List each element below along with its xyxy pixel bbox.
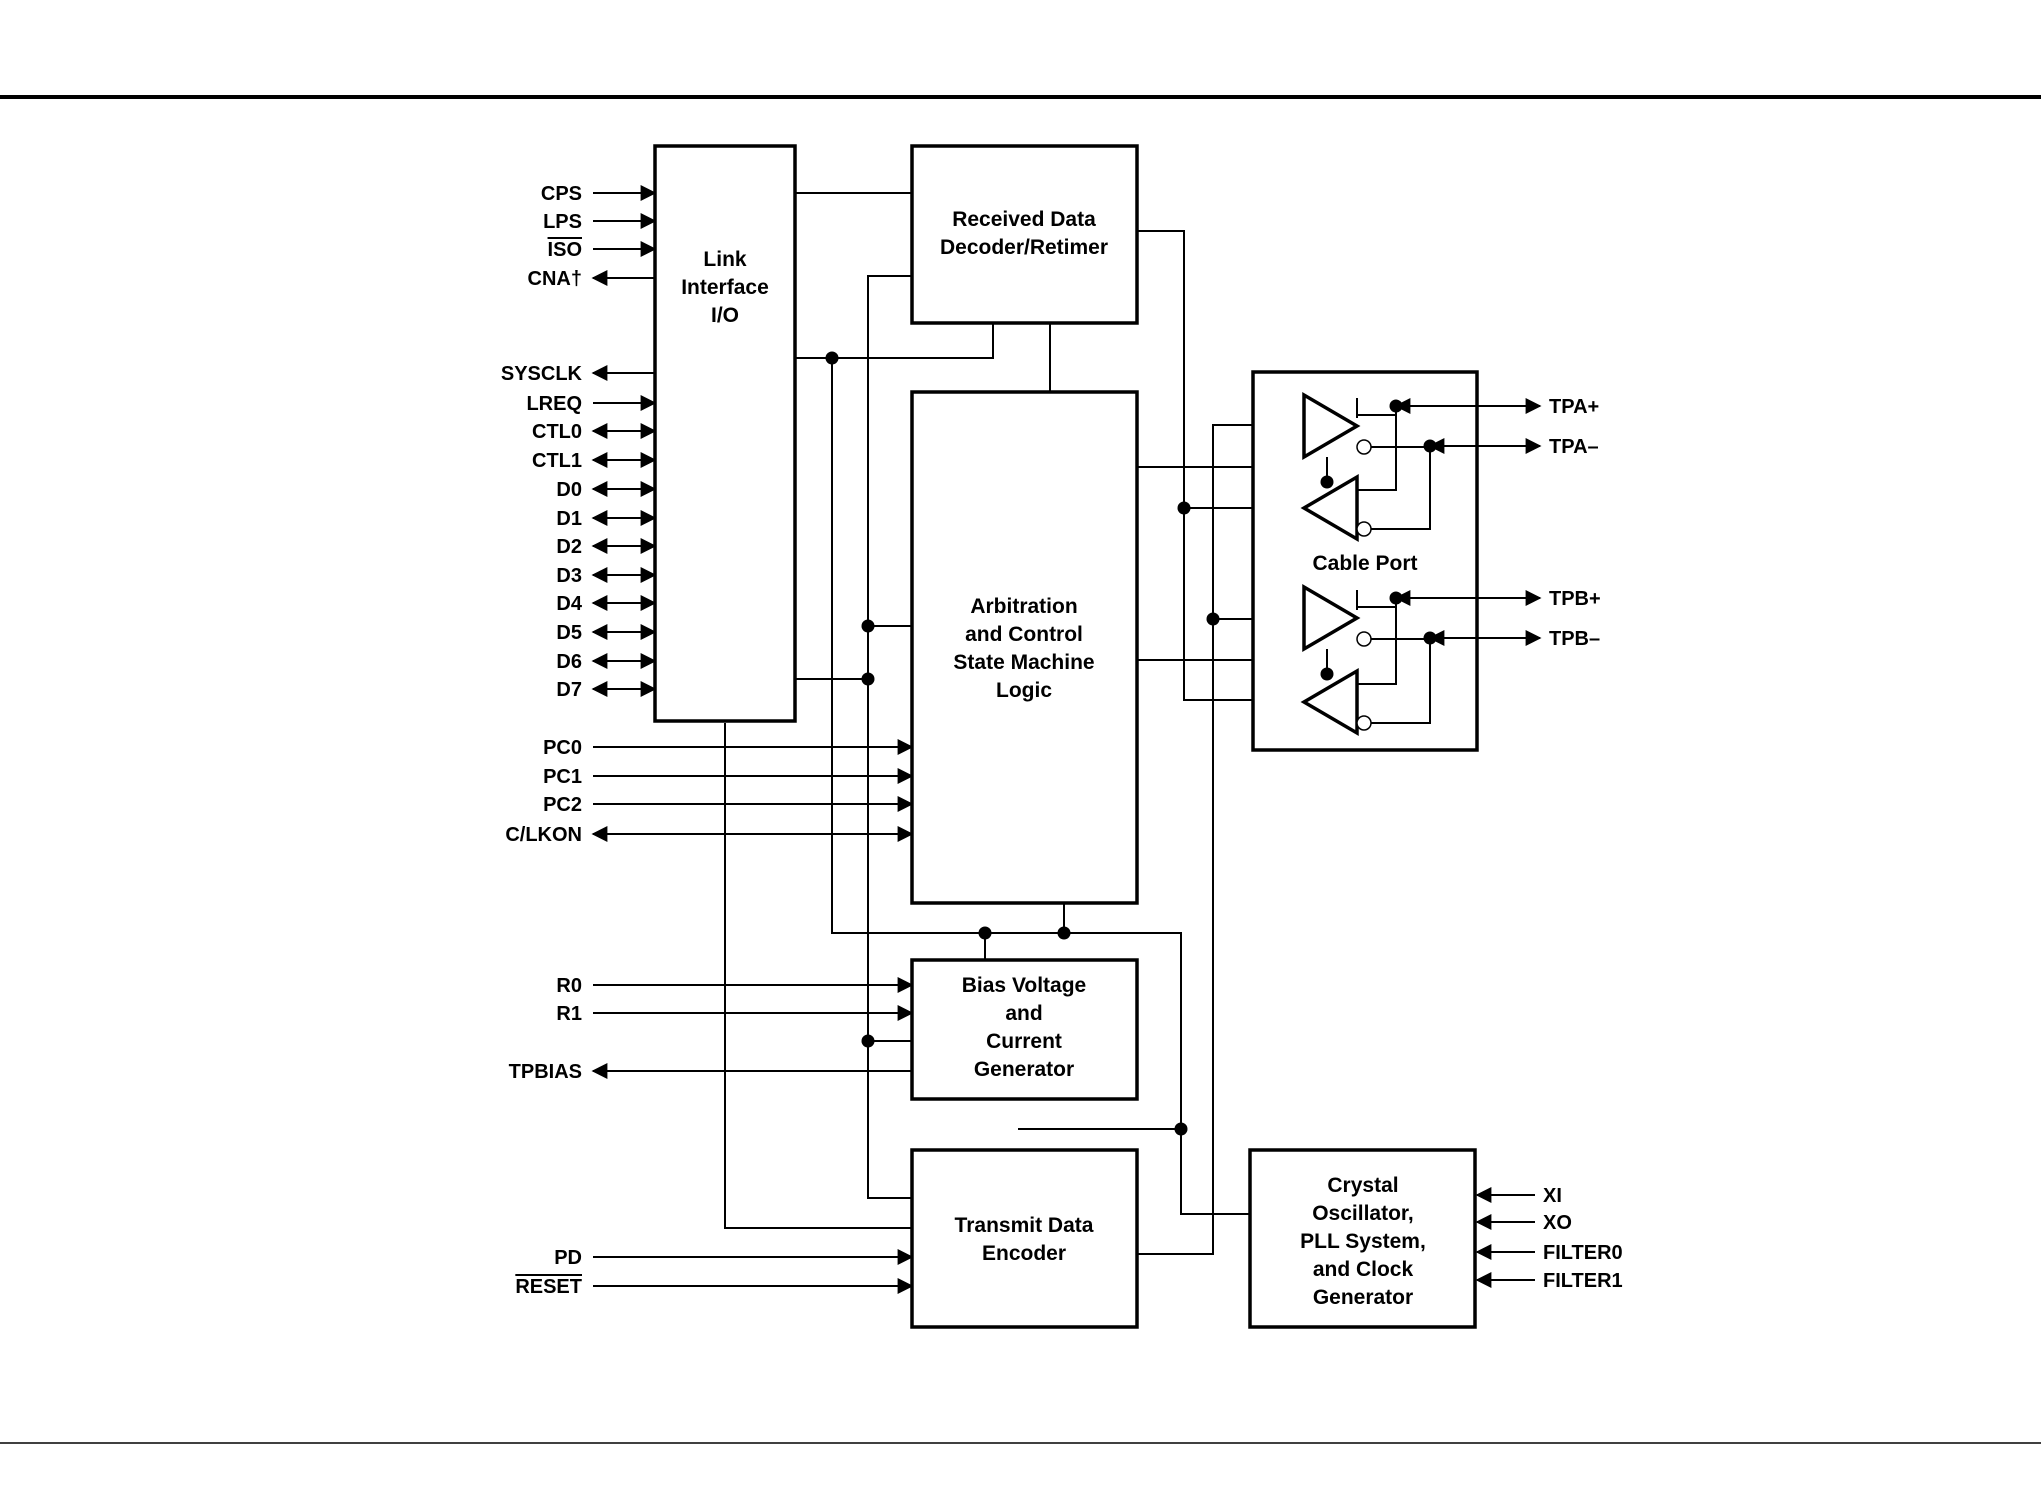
pin-cna-label: CNA†: [528, 268, 582, 290]
pin-r1-label: R1: [556, 1003, 582, 1025]
pin-tpb-plus-label: TPB+: [1549, 588, 1601, 610]
pin-tpb-minus-label: TPB–: [1549, 628, 1600, 650]
pin-ctl0-label: CTL0: [532, 421, 582, 443]
bias-label-line: Bias Voltage: [962, 974, 1086, 997]
pin-r0-label: R0: [556, 975, 582, 997]
tpa-receiver-triangle: [1300, 473, 1359, 543]
cable-port-drivers: [1300, 391, 1431, 737]
tpb-driver-inverter-bubble: [1356, 631, 1372, 647]
pin-xi-label: XI: [1543, 1185, 1562, 1207]
transmit-pins: PD RESET: [515, 1247, 914, 1298]
tpb-driver-plus-wire: [1356, 590, 1396, 619]
pin-tpa-minus-label: TPA–: [1549, 436, 1599, 458]
pin-pc0-label: PC0: [543, 737, 582, 759]
received-decoder-label-line: Decoder/Retimer: [940, 236, 1108, 259]
transmit-label-line: Encoder: [982, 1242, 1066, 1265]
pin-lps-label: LPS: [543, 211, 582, 233]
cable-port-pins: TPA+ TPA– TPB+ TPB–: [1389, 396, 1601, 650]
crystal-label-line: Crystal: [1327, 1174, 1398, 1197]
tpb-receiver-inverter-bubble: [1356, 715, 1372, 731]
tpa-driver-triangle: [1302, 391, 1361, 461]
pin-pc2-label: PC2: [543, 794, 582, 816]
pin-d3-label: D3: [556, 565, 582, 587]
pin-d5-label: D5: [556, 622, 582, 644]
pin-pd-label: PD: [554, 1247, 582, 1269]
pin-sysclk-label: SYSCLK: [501, 363, 583, 385]
tpb-receiver-triangle: [1300, 667, 1359, 737]
pin-iso-label: ISO: [548, 239, 582, 261]
arbitration-label-line: Logic: [996, 679, 1052, 702]
pin-pc1-label: PC1: [543, 766, 582, 788]
tpb-enable-junction: [1320, 667, 1334, 681]
pin-lreq-label: LREQ: [526, 393, 582, 415]
pin-d4-label: D4: [556, 593, 582, 615]
cable-port-block: Cable Port: [1251, 370, 1479, 752]
bias-label-line: Current: [986, 1030, 1062, 1053]
pin-d2-label: D2: [556, 536, 582, 558]
pin-reset-label: RESET: [515, 1276, 582, 1298]
tpa-enable-junction: [1320, 475, 1334, 489]
crystal-label-line: Oscillator,: [1312, 1202, 1414, 1225]
pin-xo-label: XO: [1543, 1212, 1572, 1234]
tpa-driver-plus-wire: [1356, 398, 1396, 427]
arbitration-label-line: Arbitration: [970, 595, 1077, 618]
pin-tpbias-label: TPBIAS: [509, 1061, 582, 1083]
crystal-label-line: Generator: [1313, 1286, 1413, 1309]
bias-label-line: Generator: [974, 1058, 1074, 1081]
internal-wiring: [724, 192, 1327, 1255]
pin-d7-label: D7: [556, 679, 582, 701]
link-interface-label-line: Interface: [681, 276, 769, 299]
tpa-driver-inverter-bubble: [1356, 439, 1372, 455]
pin-d1-label: D1: [556, 508, 582, 530]
pin-d0-label: D0: [556, 479, 582, 501]
crystal-label-line: and Clock: [1313, 1258, 1414, 1281]
tpa-receiver-inverter-bubble: [1356, 521, 1372, 537]
link-interface-label-line: Link: [703, 248, 746, 271]
pin-ctl1-label: CTL1: [532, 450, 582, 472]
pin-cps-label: CPS: [541, 183, 582, 205]
pin-filter0-label: FILTER0: [1543, 1242, 1623, 1264]
tpa-receiver-plus-wire: [1357, 406, 1397, 491]
pin-tpa-plus-label: TPA+: [1549, 396, 1599, 418]
pin-c-lkon-label: C/LKON: [505, 824, 582, 846]
tpb-receiver-plus-wire: [1357, 598, 1397, 685]
transmit-label-line: Transmit Data: [955, 1214, 1094, 1237]
received-decoder-label-line: Received Data: [952, 208, 1096, 231]
tpb-receiver-minus-wire: [1371, 638, 1431, 724]
tpb-driver-triangle: [1302, 583, 1361, 653]
tpa-receiver-minus-wire: [1371, 446, 1431, 530]
link-pins: CPS LPS ISO CNA† SYSCLK LREQ CTL0CTL1D0D1D2D3D…: [501, 183, 657, 701]
cable-port-label: Cable Port: [1312, 552, 1417, 575]
arbitration-label-line: and Control: [965, 623, 1083, 646]
link-interface-label-line: I/O: [711, 304, 739, 327]
junction-dots: [825, 351, 1220, 1136]
pin-d6-label: D6: [556, 651, 582, 673]
pin-filter1-label: FILTER1: [1543, 1270, 1623, 1292]
arbitration-label-line: State Machine: [953, 651, 1094, 674]
bias-label-line: and: [1005, 1002, 1042, 1025]
crystal-label-line: PLL System,: [1300, 1230, 1426, 1253]
